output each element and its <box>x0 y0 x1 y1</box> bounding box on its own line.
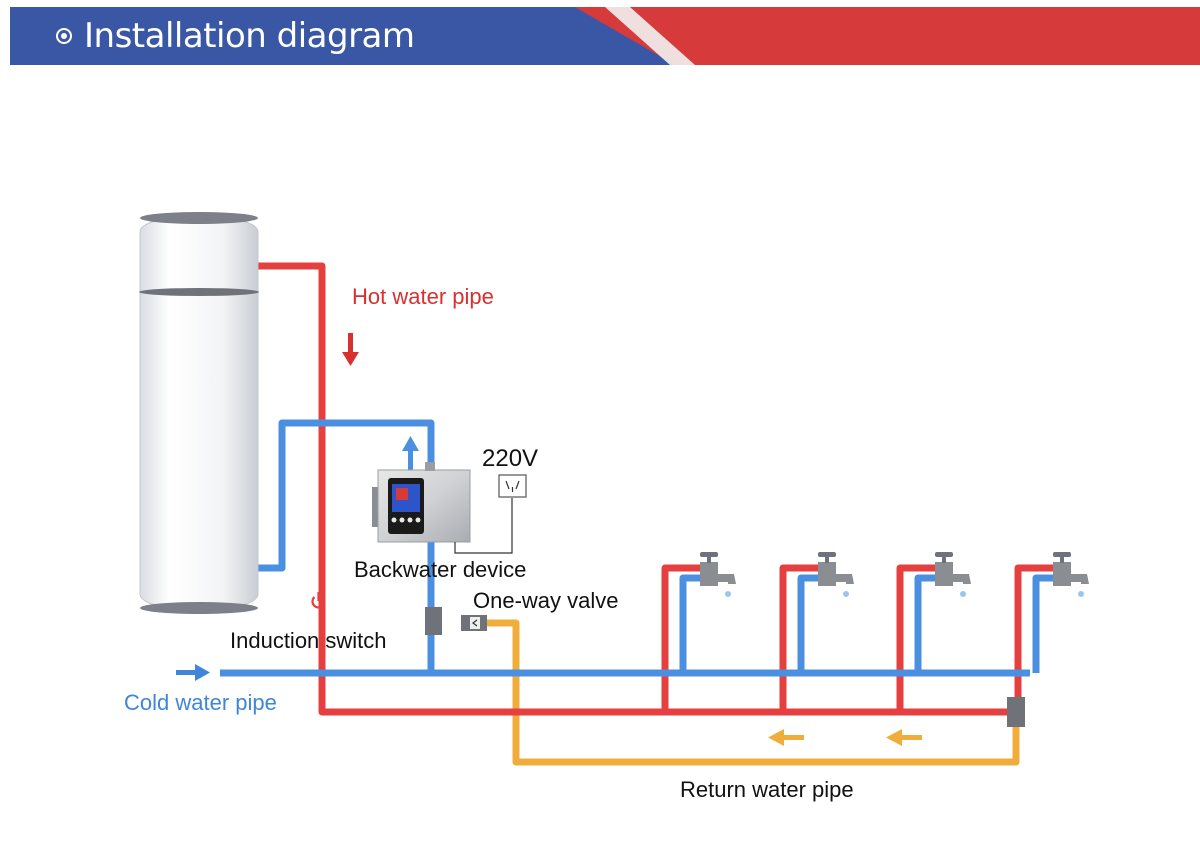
hot-water-pipe-label: Hot water pipe <box>352 284 494 309</box>
return-tee <box>1007 697 1025 727</box>
cold-water-pipe <box>220 419 1053 677</box>
water-tank <box>139 212 259 614</box>
faucet-icon <box>818 552 854 597</box>
return-water-pipe <box>470 619 1020 766</box>
one-way-valve <box>461 615 487 631</box>
power-cable <box>454 498 513 554</box>
backwater-device-label: Backwater device <box>354 557 527 582</box>
cold-water-pipe-label: Cold water pipe <box>124 690 277 715</box>
cold-inlet-arrow <box>176 664 210 681</box>
backwater-device <box>372 462 471 543</box>
faucet-icon <box>700 552 736 597</box>
faucet-icon <box>1053 552 1089 597</box>
header-background <box>10 7 1200 65</box>
page-title: Installation diagram <box>84 16 415 56</box>
target-bullet-icon <box>56 28 72 44</box>
hot-water-pipe <box>258 262 1053 716</box>
hot-flow-arrow <box>342 333 359 366</box>
cold-up-arrow <box>402 436 419 470</box>
title-group: Installation diagram <box>56 13 415 59</box>
induction-switch-power-icon <box>311 592 326 609</box>
return-flow-arrow <box>768 729 804 746</box>
header-white-stripe <box>605 7 695 65</box>
header-red-band <box>575 7 1200 65</box>
return-flow-arrow <box>886 729 922 746</box>
power-outlet-icon <box>498 474 527 498</box>
induction-switch-tee <box>425 607 442 635</box>
return-water-pipe-label: Return water pipe <box>680 777 854 802</box>
induction-switch-label: Induction switch <box>230 628 387 653</box>
voltage-label: 220V <box>482 445 539 472</box>
one-way-valve-label: One-way valve <box>473 588 619 613</box>
faucet-icon <box>935 552 971 597</box>
header-banner: Installation diagram <box>10 7 1200 65</box>
